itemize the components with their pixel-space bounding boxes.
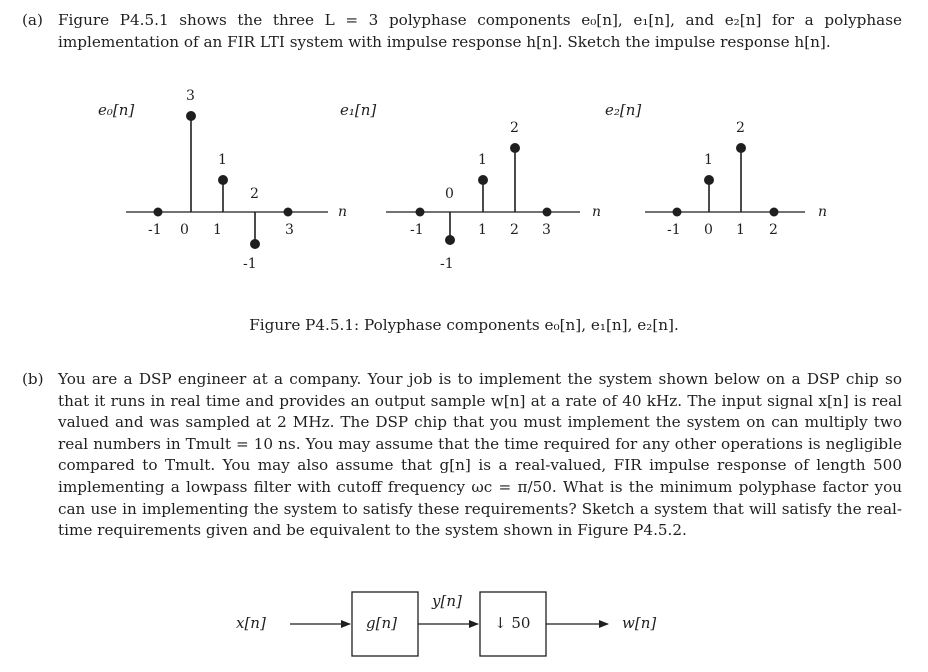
panel-e2-stem-marker <box>736 143 746 153</box>
part-b-label: (b) <box>22 370 44 388</box>
panel-e2-tick-label: 1 <box>736 222 745 238</box>
panel-e1-tick-label: 1 <box>478 222 487 238</box>
panel-e0-tick-label: 1 <box>213 222 222 238</box>
panel-e1-title: e₁[n] <box>340 101 376 119</box>
panel-e2-title: e₂[n] <box>605 101 641 119</box>
panel-e0-value-label: 3 <box>186 88 195 104</box>
panel-e0-stem-marker <box>283 207 293 217</box>
panel-e1-tick-label: 2 <box>510 222 519 238</box>
intermediate-signal-label: y[n] <box>431 592 462 610</box>
panel-e0-tick-label: 3 <box>285 222 294 238</box>
panel-e2-stem-marker <box>672 207 682 217</box>
panel-e0-title: e₀[n] <box>98 101 134 119</box>
panel-e0: e₀[n] n 3 1 2 -1 -1 0 1 3 <box>98 88 347 272</box>
part-a-paragraph: (a) Figure P4.5.1 shows the three L = 3 … <box>22 10 902 53</box>
panel-e1-axis-label: n <box>592 204 601 220</box>
part-b-text: You are a DSP engineer at a company. You… <box>58 370 902 540</box>
panel-e2-stem-marker <box>769 207 779 217</box>
panel-e0-stem-marker <box>250 239 260 249</box>
panel-e2-tick-label: -1 <box>667 222 681 238</box>
panel-e2-tick-label: 2 <box>769 222 778 238</box>
panel-e1-value-label: 0 <box>445 186 454 202</box>
panel-e1-value-label: 1 <box>478 152 487 168</box>
panel-e0-tick-label: 0 <box>180 222 189 238</box>
panel-e0-tick-label: -1 <box>148 222 162 238</box>
input-signal-label: x[n] <box>236 614 266 632</box>
panel-e1-stem-marker <box>542 207 552 217</box>
panel-e1-stem-marker <box>478 175 488 185</box>
part-a-text: Figure P4.5.1 shows the three L = 3 poly… <box>58 11 902 51</box>
panel-e1-value-label: 2 <box>510 120 519 136</box>
panel-e0-negative-label: -1 <box>243 256 257 272</box>
panel-e1-stem-marker <box>510 143 520 153</box>
panel-e1-tick-label: 3 <box>542 222 551 238</box>
output-signal-label: w[n] <box>622 614 656 632</box>
figure-caption: Figure P4.5.1: Polyphase components e₀[n… <box>249 316 679 334</box>
panel-e0-stem-marker <box>218 175 228 185</box>
filter-block-label: g[n] <box>366 614 397 632</box>
part-b-paragraph: (b) You are a DSP engineer at a company.… <box>22 369 902 542</box>
panel-e2-tick-label: 0 <box>704 222 713 238</box>
panel-e2: e₂[n] n 1 2 -1 0 1 2 <box>605 101 827 238</box>
panel-e0-stem-marker <box>153 207 163 217</box>
panel-e2-value-label: 2 <box>736 120 745 136</box>
polyphase-stem-plots: e₀[n] n 3 1 2 -1 -1 0 1 3 e₁[n] n 0 -1 1… <box>98 88 827 272</box>
panel-e1-negative-label: -1 <box>440 256 454 272</box>
panel-e2-stem-marker <box>704 175 714 185</box>
panel-e0-axis-label: n <box>338 204 347 220</box>
panel-e2-axis-label: n <box>818 204 827 220</box>
panel-e0-value-label: 2 <box>250 186 259 202</box>
downsampler-block-label: ↓ 50 <box>494 614 530 632</box>
panel-e1-stem-marker <box>445 235 455 245</box>
panel-e0-value-label: 1 <box>218 152 227 168</box>
panel-e1-tick-label: -1 <box>410 222 424 238</box>
panel-e1-stem-marker <box>415 207 425 217</box>
panel-e1: e₁[n] n 0 -1 1 2 -1 1 2 3 <box>340 101 601 272</box>
part-a-label: (a) <box>22 11 43 29</box>
panel-e2-value-label: 1 <box>704 152 713 168</box>
panel-e0-stem-marker <box>186 111 196 121</box>
